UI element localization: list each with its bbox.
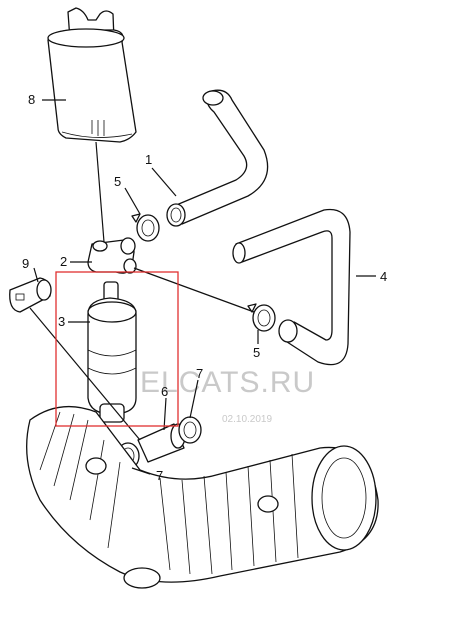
callout-4: 4 [380, 269, 387, 284]
part-9-connector [9, 277, 52, 313]
watermark-date: 02.10.2019 [222, 414, 272, 425]
callout-3: 3 [58, 314, 65, 329]
part-3-washer-pump [87, 281, 137, 423]
callout-7-lower: 7 [156, 468, 163, 483]
part-1-bent-hose [166, 89, 269, 227]
callout-9: 9 [22, 256, 29, 271]
callout-6: 6 [161, 384, 168, 399]
part-7-clamp-right [178, 416, 202, 444]
air-intake-bellows-hose [26, 406, 379, 589]
part-5-hose-clamp-upper [131, 213, 160, 242]
leader-lines [29, 99, 376, 475]
callout-2: 2 [60, 254, 67, 269]
part-4-long-hose [232, 208, 351, 366]
callout-5-lower: 5 [253, 345, 260, 360]
part-6-short-hose [137, 423, 186, 463]
part-5-hose-clamp-lower [247, 303, 276, 332]
callout-7-upper: 7 [196, 366, 203, 381]
watermark-text: ELCATS.RU [140, 366, 315, 399]
watermark: ELCATS.RU 02.10.2019 [140, 366, 315, 425]
part-2-t-connector [87, 237, 137, 274]
callout-labels: 8 1 5 2 9 4 3 5 7 6 7 [22, 92, 387, 483]
callout-5-upper: 5 [114, 174, 121, 189]
highlight-box [55, 271, 179, 427]
callout-1: 1 [145, 152, 152, 167]
part-8-reservoir-neck [47, 7, 137, 143]
callout-8: 8 [28, 92, 35, 107]
